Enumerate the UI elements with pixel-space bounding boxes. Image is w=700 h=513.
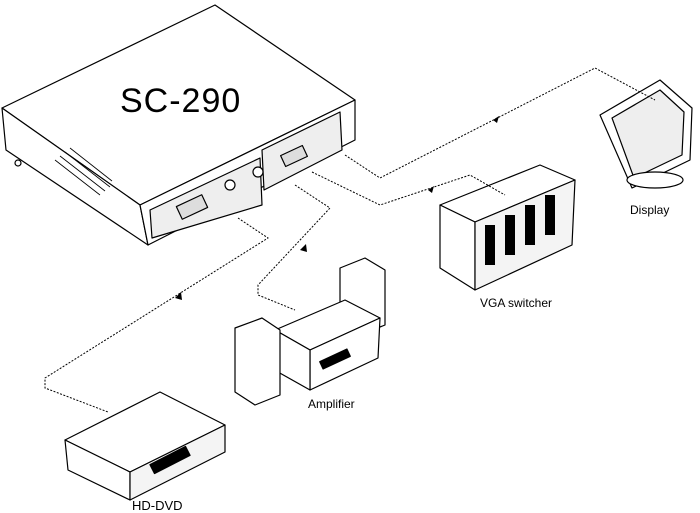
amplifier-device	[234, 257, 386, 406]
cable-hdmi-in	[44, 217, 269, 413]
cable-hdmi-out	[344, 67, 656, 179]
hd-dvd-device	[64, 391, 226, 501]
sc-290-label: SC-290	[120, 82, 242, 120]
cables	[44, 67, 656, 413]
display-label: Display	[630, 203, 670, 217]
display-device	[599, 79, 693, 189]
vga-switcher-label: VGA switcher	[480, 296, 553, 310]
arrow-markers	[175, 116, 499, 300]
cable-vga-out	[311, 171, 506, 206]
hd-dvd-label: HD-DVD	[132, 498, 183, 513]
vga-switcher-device	[439, 164, 576, 291]
sc-290-device	[1, 4, 356, 246]
amplifier-label: Amplifier	[308, 397, 355, 411]
cable-audio-out	[257, 184, 331, 311]
